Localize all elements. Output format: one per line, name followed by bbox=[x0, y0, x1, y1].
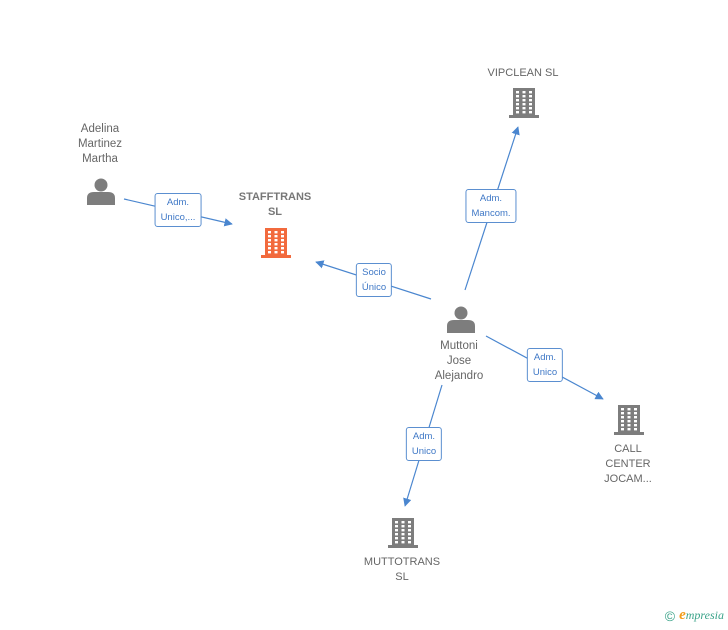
node-label-stafftrans[interactable]: STAFFTRANS SL bbox=[238, 191, 312, 218]
edge-label-muttoni-vipclean[interactable]: Adm. Mancom. bbox=[465, 189, 517, 223]
node-label-adelina[interactable]: Adelina Martinez Martha bbox=[77, 123, 123, 165]
node-label-callcenter[interactable]: CALL CENTER JOCAM... bbox=[604, 443, 652, 485]
node-label-muttotrans[interactable]: MUTTOTRANS SL bbox=[363, 556, 441, 583]
building-icon-muttotrans[interactable] bbox=[388, 518, 418, 548]
node-label-vipclean[interactable]: VIPCLEAN SL bbox=[487, 67, 559, 79]
building-icon-vipclean[interactable] bbox=[509, 88, 539, 118]
person-icon-adelina[interactable] bbox=[87, 178, 115, 206]
edge-label-muttoni-stafftrans[interactable]: Socio Único bbox=[355, 263, 393, 297]
building-icon-stafftrans[interactable] bbox=[261, 228, 291, 258]
building-icon-callcenter[interactable] bbox=[614, 405, 644, 435]
empresia-logo: © empresia bbox=[665, 607, 724, 624]
edge-label-muttoni-muttotrans[interactable]: Adm. Unico bbox=[405, 427, 443, 461]
node-label-muttoni[interactable]: Muttoni Jose Alejandro bbox=[434, 340, 484, 382]
edge-label-adelina-stafftrans[interactable]: Adm. Unico,... bbox=[154, 193, 202, 227]
edge-label-muttoni-callcenter[interactable]: Adm. Unico bbox=[526, 348, 564, 382]
brand-name: empresia bbox=[679, 607, 724, 623]
copyright-symbol: © bbox=[664, 607, 676, 624]
person-icon-muttoni[interactable] bbox=[447, 306, 475, 334]
